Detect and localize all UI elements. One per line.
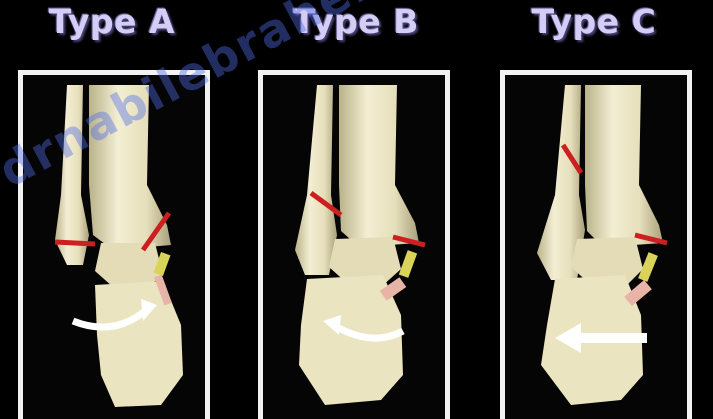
rotation-arrow-shaft (577, 333, 647, 343)
fibula-bone (295, 85, 337, 275)
ligament-pink (154, 274, 172, 306)
fracture-line-medial (140, 211, 172, 252)
rotation-arrowhead (323, 315, 341, 335)
fibula-bone (537, 85, 585, 280)
ligament-pink (379, 277, 407, 301)
fracture-line-fibula (560, 143, 584, 175)
ligament-yellow (638, 252, 658, 282)
panel-type-b (258, 70, 450, 419)
panel-title-type-a: Type A (48, 2, 176, 41)
calcaneus-bone (299, 275, 403, 405)
talus-bone (95, 243, 163, 290)
tibia-bone (89, 85, 171, 250)
fracture-line-medial (634, 232, 668, 246)
ligament-yellow (153, 251, 171, 277)
panel-type-a (18, 70, 210, 419)
tibia-bone (339, 85, 419, 247)
panel-title-type-c: Type C (531, 2, 657, 41)
panel-title-type-b: Type B (293, 2, 419, 41)
ankle-illustration-type-a (54, 85, 183, 407)
ligament-yellow (398, 250, 418, 278)
rotation-arrowhead (141, 299, 157, 321)
rotation-arrow-curved (335, 323, 405, 342)
fracture-line-fibula (54, 239, 96, 247)
talus-bone (329, 237, 401, 287)
fibula-bone (55, 85, 89, 265)
rotation-arrow-curved (71, 308, 148, 331)
ankle-illustration-type-c (537, 85, 668, 405)
calcaneus-bone (95, 281, 183, 407)
ligament-pink (624, 280, 652, 306)
fracture-line-medial (392, 234, 426, 248)
tibia-bone (585, 85, 663, 247)
panel-type-c (500, 70, 692, 419)
talus-bone (571, 237, 643, 287)
ankle-illustration-type-b (295, 85, 426, 405)
fracture-line-fibula (309, 190, 343, 218)
rotation-arrowhead (555, 323, 581, 353)
